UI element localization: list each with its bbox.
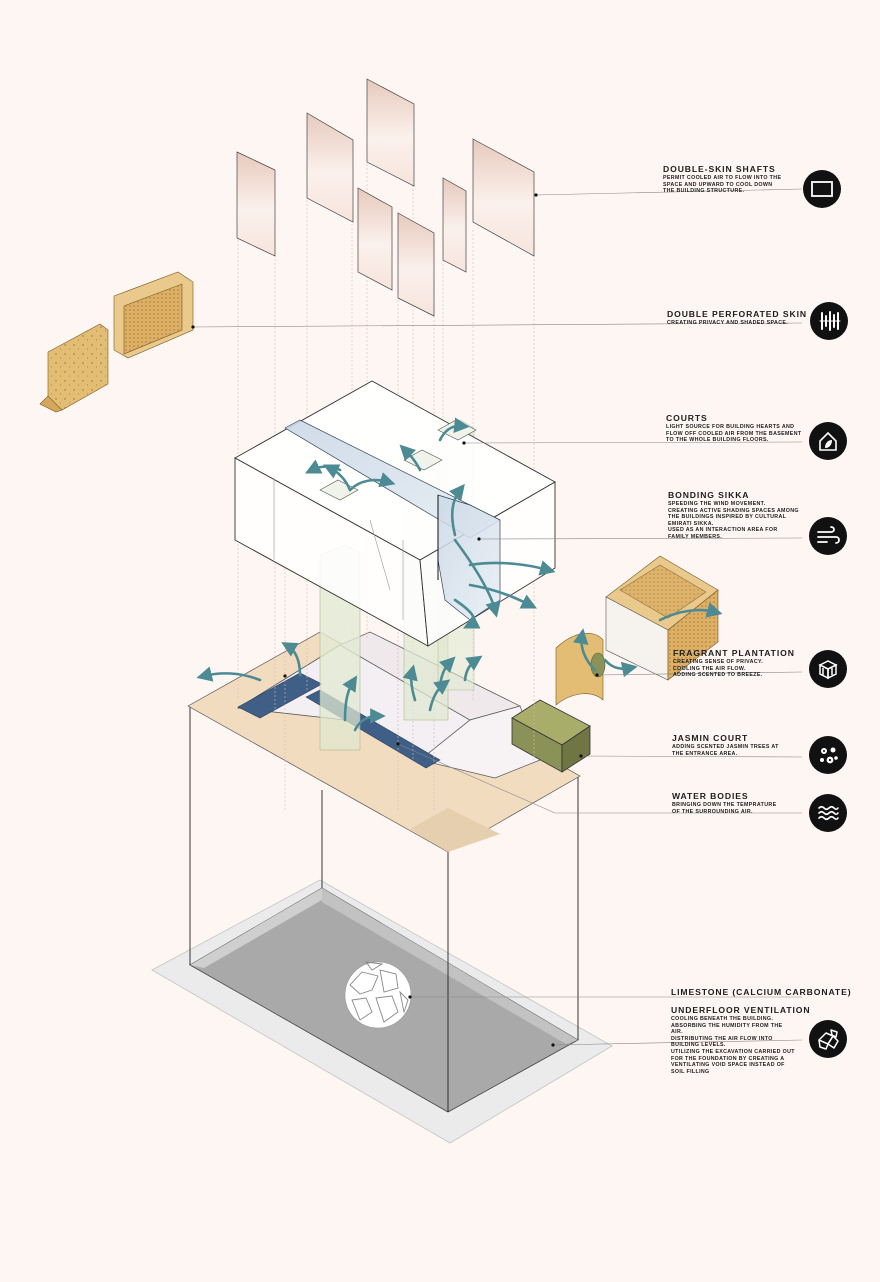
label-title: DOUBLE PERFORATED SKIN <box>667 309 807 319</box>
stone-blocks-icon <box>809 1020 847 1058</box>
airflow-arrows <box>196 417 723 732</box>
label-title: COURTS <box>666 413 708 423</box>
label-title: LIMESTONE (CALCIUM CARBONATE) <box>671 987 852 997</box>
label-description: COOLING BENEATH THE BUILDING. ABSORBING … <box>671 1016 795 1075</box>
label-title: UNDERFLOOR VENTILATION <box>671 1005 811 1015</box>
label-description: PERMIT COOLED AIR TO FLOW INTO THE SPACE… <box>663 175 782 195</box>
label-bonding-sikka: BONDING SIKKA SPEEDING THE WIND MOVEMENT… <box>668 490 799 541</box>
basement-frame-lines <box>189 706 579 1112</box>
label-water-bodies: WATER BODIES BRINGING DOWN THE TEMPRATUR… <box>672 791 776 815</box>
leader-dots <box>191 193 599 1047</box>
label-description: CREATING PRIVACY AND SHADED SPACE. <box>667 320 789 326</box>
label-title: DOUBLE-SKIN SHAFTS <box>663 164 776 174</box>
first-floor-volume <box>234 380 556 647</box>
label-description: BRINGING DOWN THE TEMPRATURE OF THE SURR… <box>672 802 777 815</box>
label-description: ADDING SCENTED JASMIN TREES AT THE ENTRA… <box>672 744 779 757</box>
leader-lines <box>192 188 803 1046</box>
label-underfloor-ventilation: UNDERFLOOR VENTILATION COOLING BENEATH T… <box>671 1005 810 1075</box>
window-frame-icon <box>803 170 841 208</box>
label-description: SPEEDING THE WIND MOVEMENT. CREATING ACT… <box>668 501 799 540</box>
label-title: FRAGRANT PLANTATION <box>673 648 795 658</box>
double-perforated-skin-panels <box>39 271 194 413</box>
label-courts: COURTS LIGHT SOURCE FOR BUILDING HEARTS … <box>666 413 801 444</box>
jasmine-flowers-icon <box>809 736 847 774</box>
label-title: JASMIN COURT <box>672 733 749 743</box>
perforated-panel-icon <box>810 302 848 340</box>
label-double-perforated-skin: DOUBLE PERFORATED SKIN CREATING PRIVACY … <box>667 309 807 327</box>
fragrant-plantation-box <box>555 555 719 706</box>
label-limestone: LIMESTONE (CALCIUM CARBONATE) <box>671 987 851 997</box>
label-jasmin-court: JASMIN COURT ADDING SCENTED JASMIN TREES… <box>672 733 779 757</box>
jasmin-court-box <box>511 699 591 773</box>
house-leaf-icon <box>809 422 847 460</box>
label-title: BONDING SIKKA <box>668 490 750 500</box>
label-fragrant-plantation: FRAGRANT PLANTATION CREATING SENSE OF PR… <box>673 648 795 679</box>
label-double-skin-shafts: DOUBLE-SKIN SHAFTS PERMIT COOLED AIR TO … <box>663 164 781 195</box>
label-description: CREATING SENSE OF PRIVACY. COOLING THE A… <box>673 659 764 679</box>
water-waves-icon <box>809 794 847 832</box>
wind-icon <box>809 517 847 555</box>
limestone-circle <box>344 961 412 1029</box>
label-description: LIGHT SOURCE FOR BUILDING HEARTS AND FLO… <box>666 424 802 444</box>
planter-box-icon <box>809 650 847 688</box>
double-skin-shaft-panels <box>236 78 535 317</box>
label-title: WATER BODIES <box>672 791 749 801</box>
